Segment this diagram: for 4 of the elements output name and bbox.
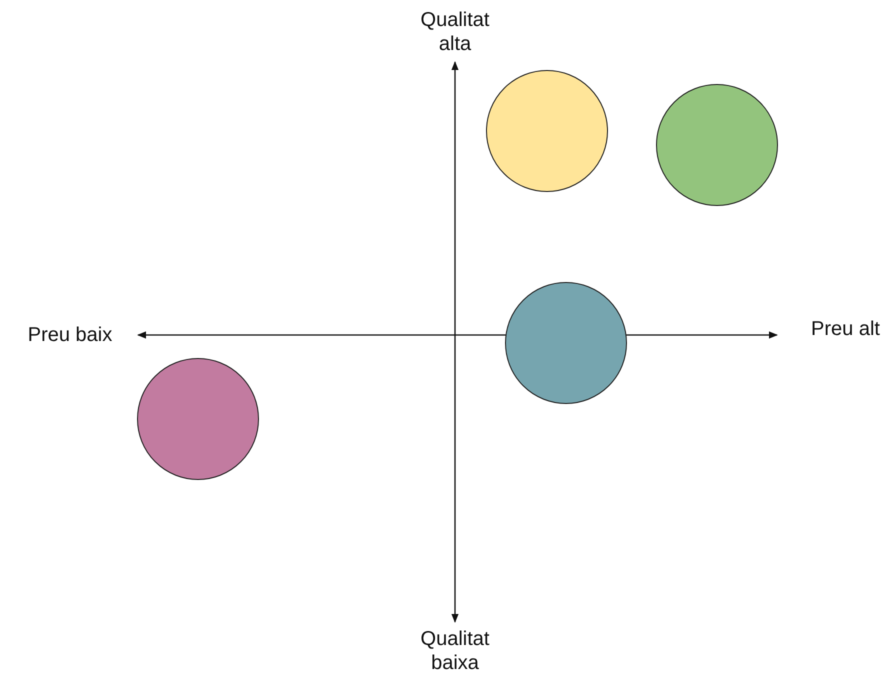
axis-label: Qualitat baixa <box>420 627 490 675</box>
axis-label: Preu alt <box>810 317 881 341</box>
axis-label: Preu baix <box>26 323 114 347</box>
axis-label: Qualitat alta <box>420 8 490 56</box>
